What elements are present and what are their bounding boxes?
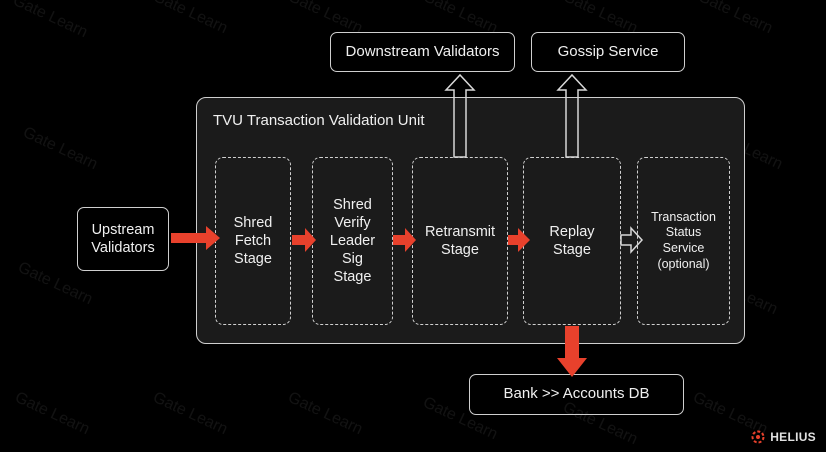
bank-accounts-db-label: Bank >> Accounts DB (503, 385, 650, 403)
shred-verify-label: Shred Verify Leader Sig Stage (329, 196, 376, 286)
downstream-validators-node: Downstream Validators (330, 32, 515, 72)
tvu-container (196, 97, 745, 344)
transaction-status-service-stage: Transaction Status Service (optional) (637, 157, 730, 325)
replay-label: Replay Stage (549, 223, 595, 258)
upstream-validators-node: Upstream Validators (77, 207, 169, 271)
downstream-validators-label: Downstream Validators (345, 42, 500, 60)
arrow-replay-to-gossip (556, 73, 588, 158)
shred-fetch-stage: Shred Fetch Stage (215, 157, 291, 325)
arrow-retransmit-to-replay (508, 228, 530, 252)
gossip-service-node: Gossip Service (531, 32, 685, 72)
bank-accounts-db-node: Bank >> Accounts DB (469, 374, 684, 415)
transaction-status-service-label: Transaction Status Service (optional) (651, 209, 716, 271)
tvu-title: TVU Transaction Validation Unit (213, 112, 425, 129)
shred-fetch-label: Shred Fetch Stage (233, 214, 273, 268)
arrow-replay-to-bank (557, 326, 587, 377)
arrow-shred-verify-to-retransmit (393, 228, 416, 252)
arrow-upstream-to-shred-fetch (171, 226, 220, 250)
helius-logo-icon (751, 430, 765, 444)
upstream-validators-label: Upstream Validators (91, 221, 155, 256)
retransmit-label: Retransmit Stage (424, 223, 496, 258)
gossip-service-label: Gossip Service (557, 42, 659, 60)
arrow-retransmit-to-downstream (444, 73, 476, 158)
arrow-replay-to-tx-status (620, 226, 644, 254)
helius-logo-text: HELIUS (770, 430, 816, 444)
arrow-shred-fetch-to-shred-verify (292, 228, 316, 252)
helius-logo: HELIUS (750, 429, 816, 445)
